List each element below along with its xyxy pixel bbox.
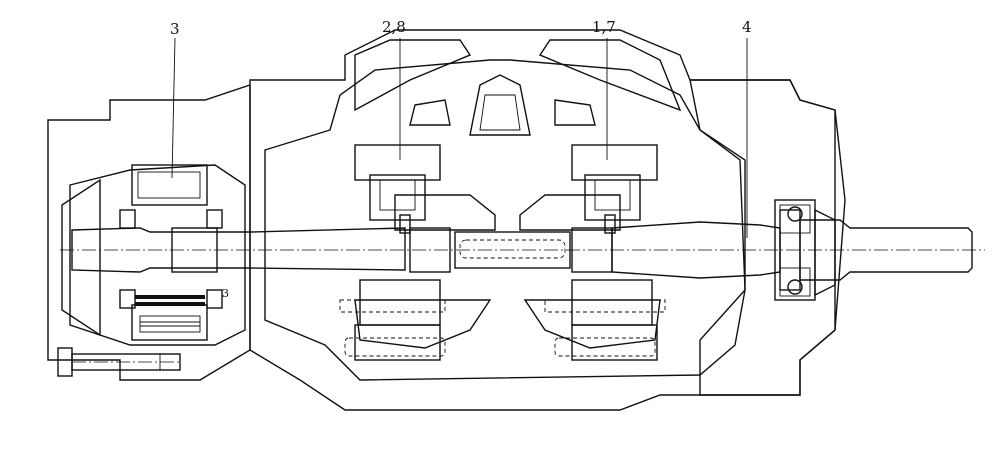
bolt [57,347,181,377]
cartridge-3 [119,164,223,341]
leader-lines [171,37,748,238]
callout-1-7: 1,7 [592,18,616,36]
shaft [60,209,985,291]
right-housing [689,79,846,396]
callout-2-8: 2,8 [382,18,406,36]
callout-4: 4 [742,18,752,36]
cartridge-1-7 [544,144,666,361]
cartridge-2-8 [339,144,446,361]
callout-3: 3 [170,20,180,38]
callout-small-3: 3 [222,287,229,300]
